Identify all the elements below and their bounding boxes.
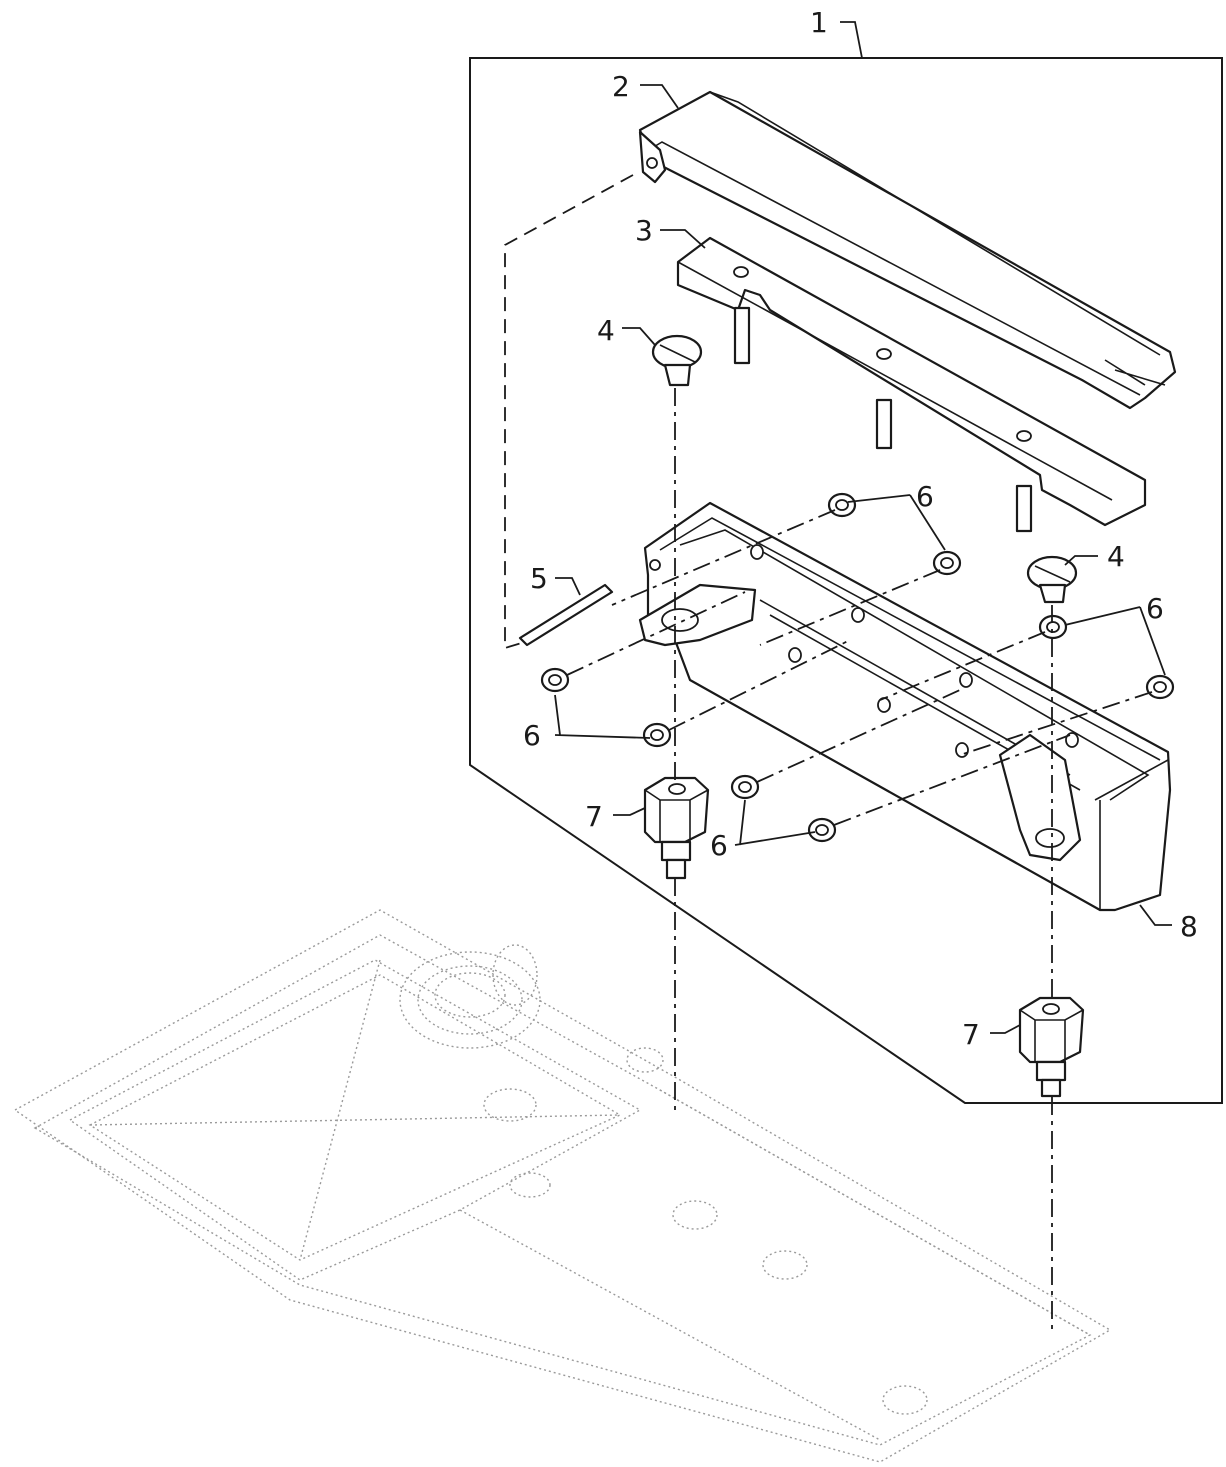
housing-part [638, 501, 1172, 912]
callout-6-bottom: 6 [710, 829, 728, 862]
bushings [540, 492, 1175, 843]
callout-7-right: 7 [962, 1018, 980, 1051]
alignment-lines [504, 174, 1153, 1330]
callout-4-right: 4 [1107, 540, 1125, 573]
screw-right-part [1026, 555, 1078, 604]
bushing [642, 722, 672, 748]
bushing [807, 817, 837, 843]
bushing [1038, 614, 1068, 640]
callout-1: 1 [810, 6, 828, 39]
bushing [932, 550, 962, 576]
assembly-frame [469, 57, 1223, 1104]
bushing [827, 492, 857, 518]
pin-part [518, 583, 614, 647]
cover-part [638, 90, 1177, 410]
screw-upper-part [651, 334, 703, 387]
callout-3: 3 [635, 214, 653, 247]
bushing [540, 667, 570, 693]
plate-part [676, 236, 1147, 533]
callout-2: 2 [612, 70, 630, 103]
leader-lines [554, 21, 1172, 1034]
ghost-base-plate [13, 909, 1112, 1463]
bushing [730, 774, 760, 800]
callout-6-right: 6 [1146, 592, 1164, 625]
foot-left-part [643, 776, 710, 880]
foot-right-part [1018, 996, 1085, 1098]
callout-6-left: 6 [523, 719, 541, 752]
callout-8: 8 [1180, 910, 1198, 943]
callout-7-left: 7 [585, 800, 603, 833]
callout-5: 5 [530, 562, 548, 595]
bushing [1145, 674, 1175, 700]
callout-6-top: 6 [916, 480, 934, 513]
callout-4-upper: 4 [597, 314, 615, 347]
